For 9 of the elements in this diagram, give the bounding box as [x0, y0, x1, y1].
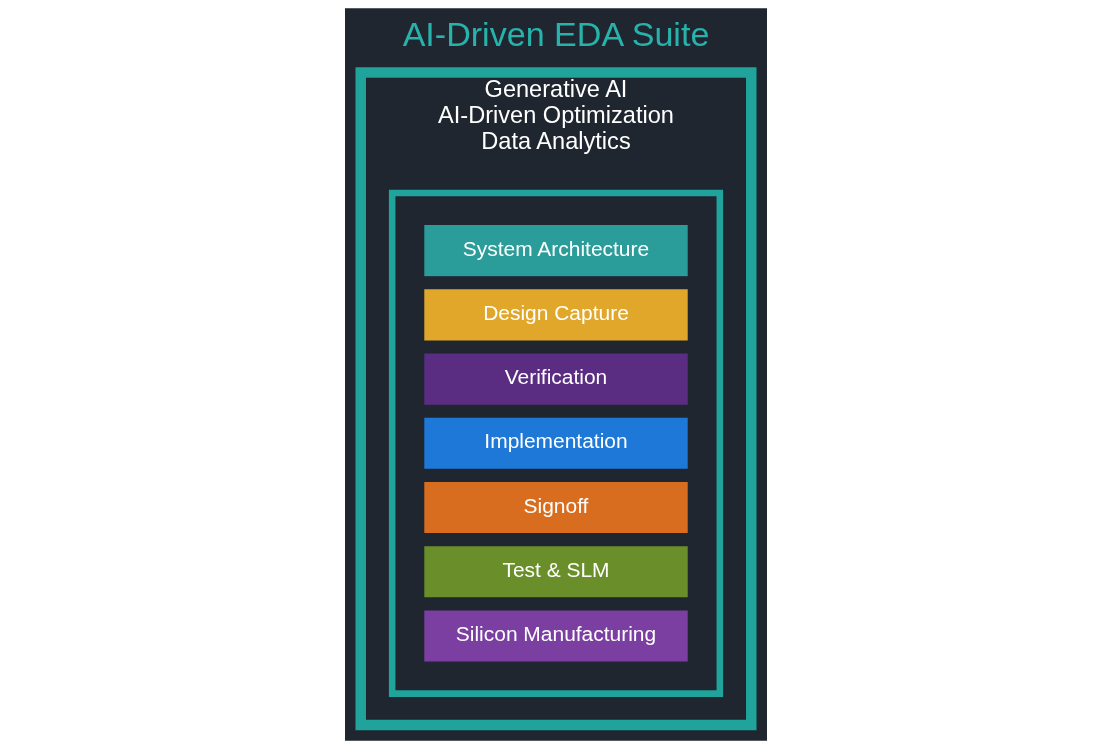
- node-box: System Architecture: [422, 223, 689, 278]
- node-box: Signoff: [422, 480, 689, 535]
- node-box: Verification: [422, 352, 689, 406]
- node-box: Silicon Manufacturing: [422, 609, 689, 663]
- diagram-title: AI-Driven EDA Suite: [402, 14, 709, 53]
- node-box: Design Capture: [422, 288, 689, 342]
- cluster: [388, 189, 723, 697]
- node-box: Implementation: [422, 416, 689, 471]
- node-box: Test & SLM: [422, 544, 689, 599]
